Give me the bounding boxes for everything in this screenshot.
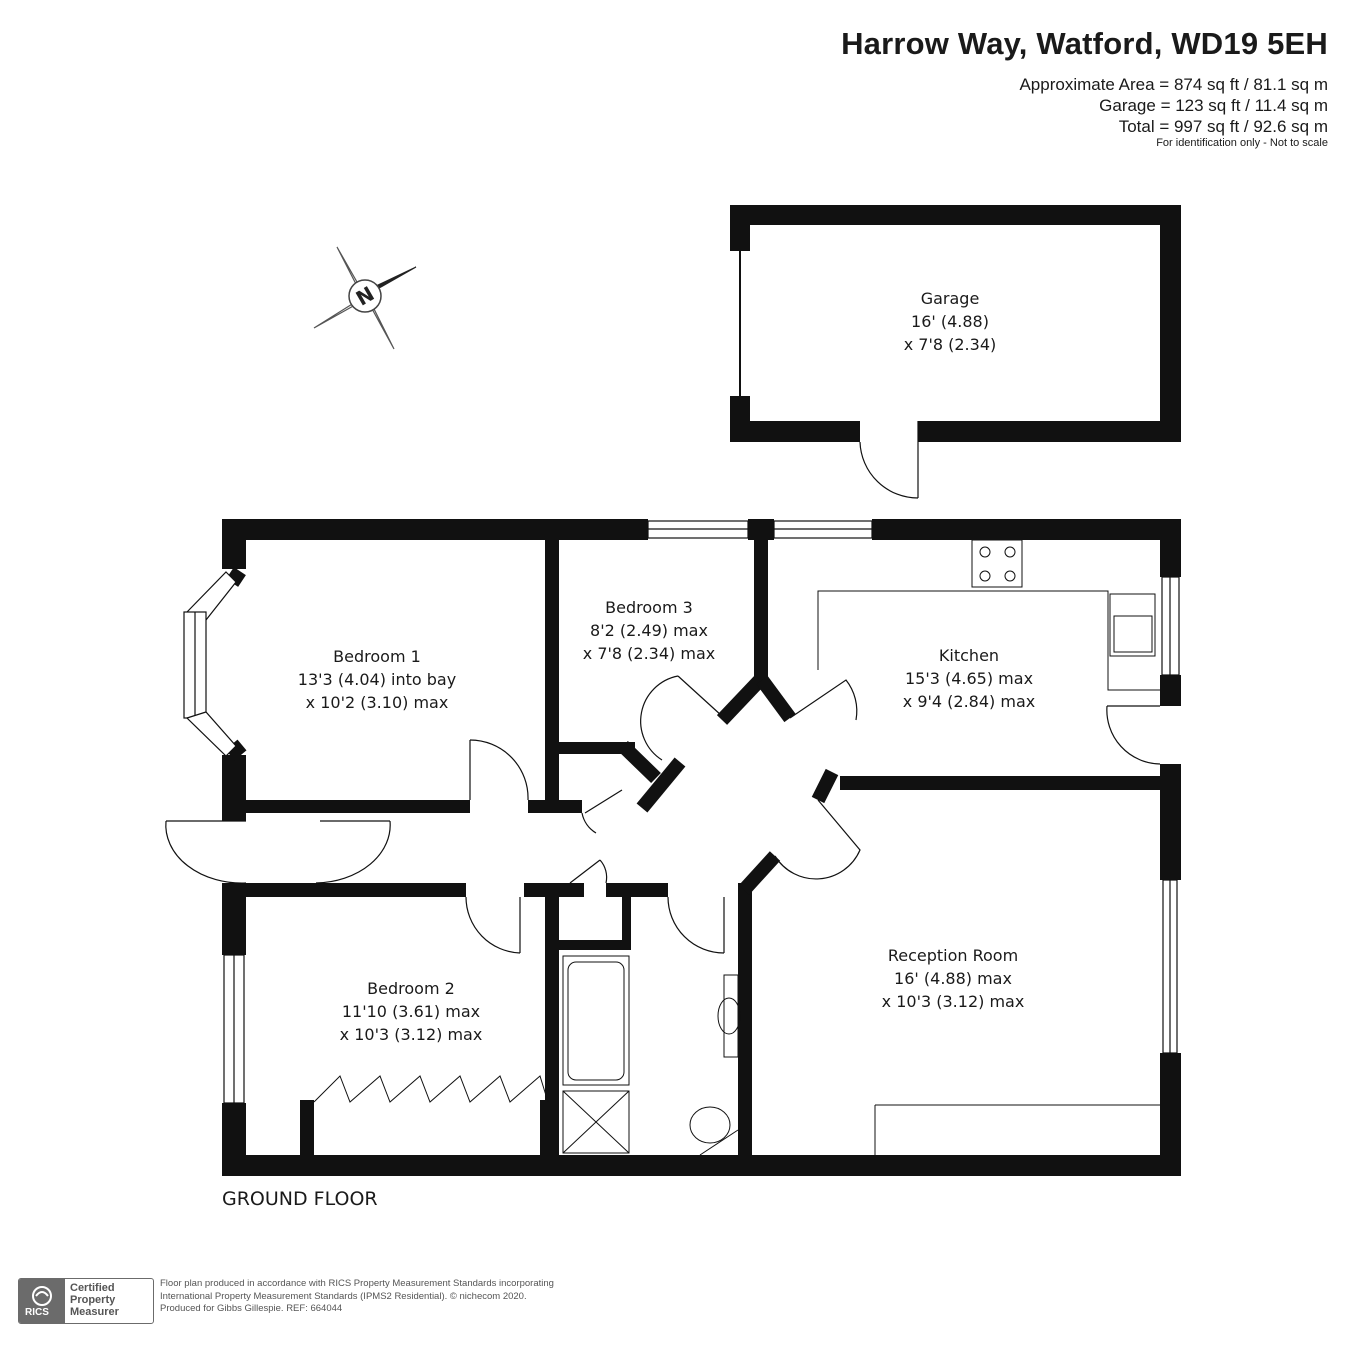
bedroom1-dim1: 13'3 (4.04) into bay (298, 670, 456, 689)
bedroom1-name: Bedroom 1 (333, 647, 421, 666)
floor-label: GROUND FLOOR (222, 1188, 378, 1210)
badge-line-2: Property (70, 1294, 116, 1306)
approximate-area: Approximate Area = 874 sq ft / 81.1 sq m (1019, 75, 1328, 94)
wardrobe-doors (313, 1075, 1160, 1155)
bedroom3-dim2: x 7'8 (2.34) max (583, 644, 715, 663)
windows (183, 520, 1180, 1104)
scale-disclaimer: For identification only - Not to scale (1156, 137, 1328, 149)
header: Harrow Way, Watford, WD19 5EH Approximat… (841, 26, 1328, 150)
footer-notes: Floor plan produced in accordance with R… (160, 1278, 554, 1316)
garage-walls (730, 205, 1181, 442)
bedroom3-dim1: 8'2 (2.49) max (590, 621, 708, 640)
reception-dim2: x 10'3 (3.12) max (882, 992, 1025, 1011)
room-reception-label: Reception Room 16' (4.88) max x 10'3 (3.… (882, 946, 1025, 1011)
footer-line-3: Produced for Gibbs Gillespie. REF: 66404… (160, 1303, 343, 1314)
room-bedroom1-label: Bedroom 1 13'3 (4.04) into bay x 10'2 (3… (298, 647, 456, 712)
bedroom2-dim1: 11'10 (3.61) max (342, 1002, 480, 1021)
bedroom2-name: Bedroom 2 (367, 979, 455, 998)
room-bedroom2-label: Bedroom 2 11'10 (3.61) max x 10'3 (3.12)… (340, 979, 483, 1044)
garage-side-door (859, 421, 919, 499)
room-bedroom3-label: Bedroom 3 8'2 (2.49) max x 7'8 (2.34) ma… (583, 598, 715, 663)
room-kitchen-label: Kitchen 15'3 (4.65) max x 9'4 (2.84) max (903, 646, 1035, 711)
compass-north-icon: N (313, 246, 417, 350)
total-area: Total = 997 sq ft / 92.6 sq m (1118, 117, 1328, 136)
bathroom-fixtures (562, 955, 741, 1156)
angled-walls (225, 567, 839, 895)
rics-badge: RICS Certified Property Measurer (18, 1278, 154, 1324)
reception-name: Reception Room (888, 946, 1018, 965)
bedroom3-name: Bedroom 3 (605, 598, 693, 617)
badge-line-3: Measurer (70, 1306, 119, 1318)
footer-line-2: International Property Measurement Stand… (160, 1290, 527, 1302)
garage-dim2: x 7'8 (2.34) (904, 335, 997, 354)
garage-dim1: 16' (4.88) (911, 312, 989, 331)
house-walls (222, 519, 1181, 1176)
rics-logo-icon: RICS (19, 1279, 65, 1323)
kitchen-fixtures (817, 539, 1160, 691)
room-garage-label: Garage 16' (4.88) x 7'8 (2.34) (904, 289, 997, 354)
badge-line-1: Certified (70, 1282, 115, 1294)
footer-line-1: Floor plan produced in accordance with R… (160, 1278, 554, 1289)
bedroom1-dim2: x 10'2 (3.10) max (306, 693, 449, 712)
kitchen-dim2: x 9'4 (2.84) max (903, 692, 1035, 711)
property-address: Harrow Way, Watford, WD19 5EH (841, 26, 1328, 61)
certified-text: Certified Property Measurer (70, 1282, 119, 1318)
garage-area: Garage = 123 sq ft / 11.4 sq m (1099, 96, 1328, 115)
kitchen-name: Kitchen (939, 646, 999, 665)
doors (165, 675, 1161, 954)
rics-mark-text: RICS (25, 1307, 49, 1318)
kitchen-dim1: 15'3 (4.65) max (905, 669, 1033, 688)
garage-name: Garage (921, 289, 980, 308)
bedroom2-dim2: x 10'3 (3.12) max (340, 1025, 483, 1044)
reception-dim1: 16' (4.88) max (894, 969, 1012, 988)
